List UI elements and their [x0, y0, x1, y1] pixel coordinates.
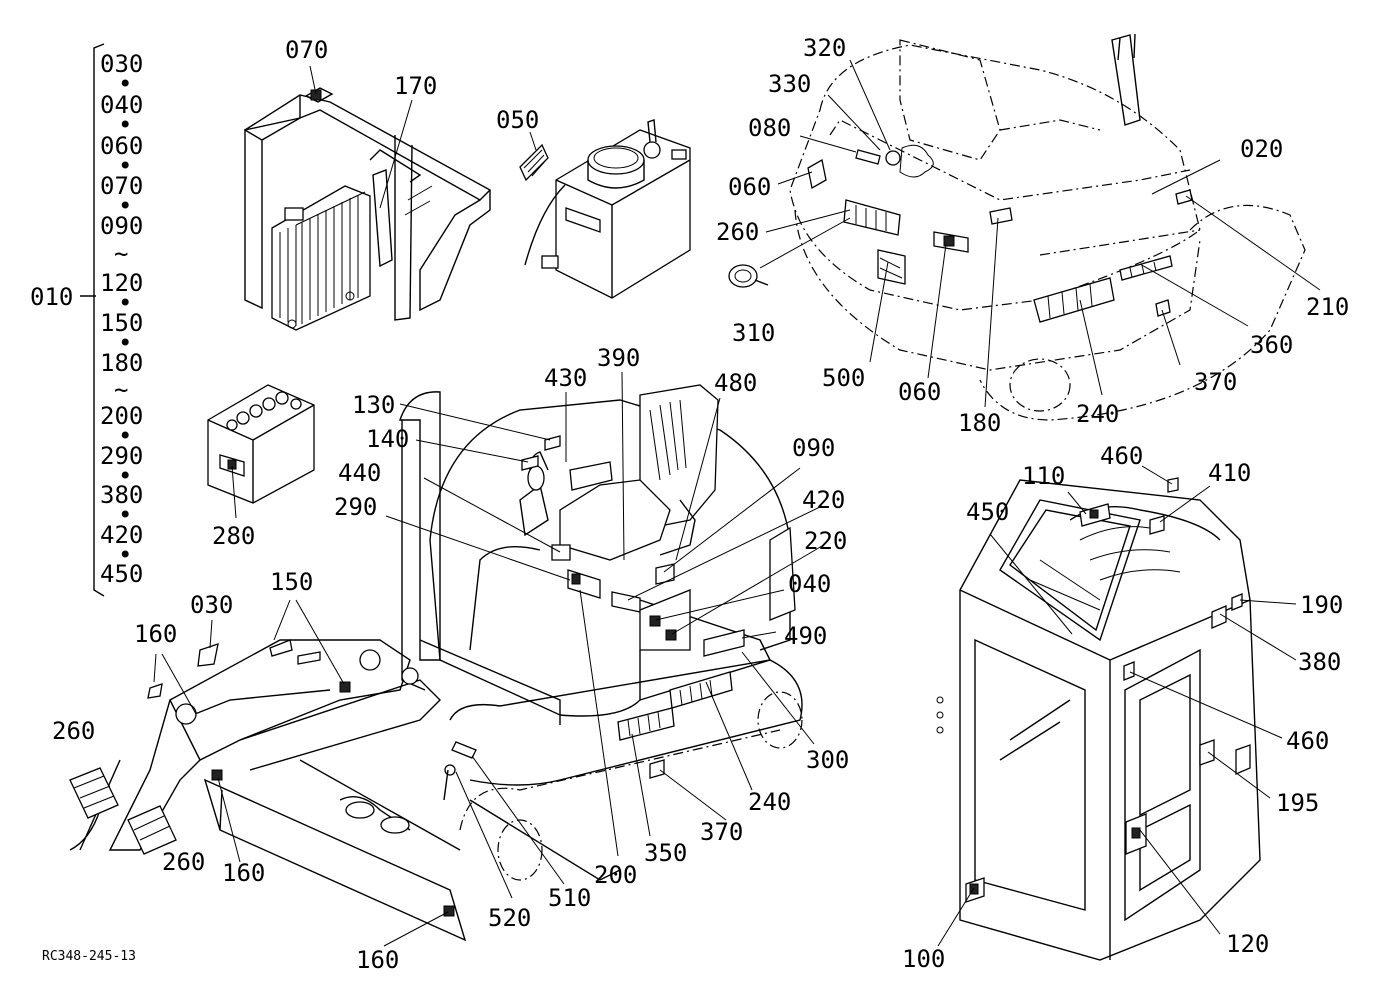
callout-460: 460: [1100, 442, 1143, 470]
callout-130: 130: [352, 391, 395, 419]
callout-240: 240: [1076, 400, 1119, 428]
callout-160: 160: [222, 859, 265, 887]
group-item: 070: [100, 172, 143, 200]
battery-drawing: [207, 384, 315, 504]
fuel-tank-drawing: [519, 119, 691, 299]
callout-260: 260: [52, 717, 95, 745]
rear-machine-drawing: [728, 33, 1306, 421]
callout-260: 260: [716, 218, 759, 246]
group-separator: ~: [114, 240, 128, 268]
group-separator: •: [118, 111, 132, 139]
group-separator: ~: [114, 376, 128, 404]
callout-500: 500: [822, 364, 865, 392]
callout-040: 040: [788, 570, 831, 598]
callout-160: 160: [356, 946, 399, 974]
callout-300: 300: [806, 746, 849, 774]
group-item: 030: [100, 50, 143, 78]
group-separator: •: [118, 289, 132, 317]
group-separator: •: [118, 462, 132, 490]
group-item: 150: [100, 309, 143, 337]
callout-430: 430: [544, 364, 587, 392]
center-machine-drawing: [399, 384, 803, 881]
callout-070: 070: [285, 36, 328, 64]
callout-480: 480: [714, 369, 757, 397]
group-item: 040: [100, 91, 143, 119]
callout-380: 380: [1298, 648, 1341, 676]
group-item: 200: [100, 402, 143, 430]
cab-drawing: [936, 477, 1261, 961]
callout-200: 200: [594, 861, 637, 889]
leader-lines: [153, 59, 1321, 947]
callout-450: 450: [966, 498, 1009, 526]
callout-150: 150: [270, 568, 313, 596]
group-separator: •: [118, 501, 132, 529]
group-separator: •: [118, 70, 132, 98]
group-item: 380: [100, 481, 143, 509]
group-label: 010: [30, 283, 73, 311]
callout-320: 320: [803, 34, 846, 62]
callout-370: 370: [700, 818, 743, 846]
callout-060: 060: [898, 378, 941, 406]
callout-350: 350: [644, 839, 687, 867]
callout-060: 060: [728, 173, 771, 201]
callout-190: 190: [1300, 591, 1343, 619]
group-item: 180: [100, 349, 143, 377]
callout-260: 260: [162, 848, 205, 876]
group-separator: •: [118, 192, 132, 220]
group-separator: •: [118, 541, 132, 569]
callout-170: 170: [394, 72, 437, 100]
callout-160: 160: [134, 620, 177, 648]
group-item: 420: [100, 521, 143, 549]
callout-090: 090: [792, 434, 835, 462]
group-item: 090: [100, 212, 143, 240]
drawing-code: RC348-245-13: [42, 949, 136, 964]
callout-110: 110: [1022, 462, 1065, 490]
callouts: 070 170 050 320 330 080 060 260 310 500 …: [52, 34, 1349, 974]
callout-310: 310: [732, 319, 775, 347]
callout-240: 240: [748, 788, 791, 816]
callout-330: 330: [768, 70, 811, 98]
group-separator: •: [118, 329, 132, 357]
callout-440: 440: [338, 459, 381, 487]
callout-195: 195: [1276, 789, 1319, 817]
callout-210: 210: [1306, 293, 1349, 321]
group-item: 060: [100, 132, 143, 160]
callout-290: 290: [334, 493, 377, 521]
group-separator: •: [118, 422, 132, 450]
callout-030: 030: [190, 591, 233, 619]
callout-100: 100: [902, 945, 945, 973]
callout-410: 410: [1208, 459, 1251, 487]
callout-140: 140: [366, 425, 409, 453]
callout-460: 460: [1286, 727, 1329, 755]
radiator-frame-drawing: [244, 87, 492, 331]
group-item: 450: [100, 560, 143, 588]
callout-520: 520: [488, 904, 531, 932]
callout-080: 080: [748, 114, 791, 142]
group-bracket: [80, 43, 105, 597]
group-item: 290: [100, 442, 143, 470]
callout-220: 220: [804, 527, 847, 555]
callout-050: 050: [496, 106, 539, 134]
callout-360: 360: [1250, 331, 1293, 359]
callout-390: 390: [597, 344, 640, 372]
callout-020: 020: [1240, 135, 1283, 163]
callout-370: 370: [1194, 368, 1237, 396]
boom-arm-drawing: [69, 639, 467, 942]
callout-420: 420: [802, 486, 845, 514]
group-item: 120: [100, 269, 143, 297]
callout-120: 120: [1226, 930, 1269, 958]
callout-510: 510: [548, 884, 591, 912]
callout-280: 280: [212, 522, 255, 550]
callout-180: 180: [958, 409, 1001, 437]
group-separator: •: [118, 152, 132, 180]
group-list: 010 030 • 040 • 060 • 070 • 090 ~ 120 • …: [30, 43, 143, 597]
callout-490: 490: [784, 622, 827, 650]
